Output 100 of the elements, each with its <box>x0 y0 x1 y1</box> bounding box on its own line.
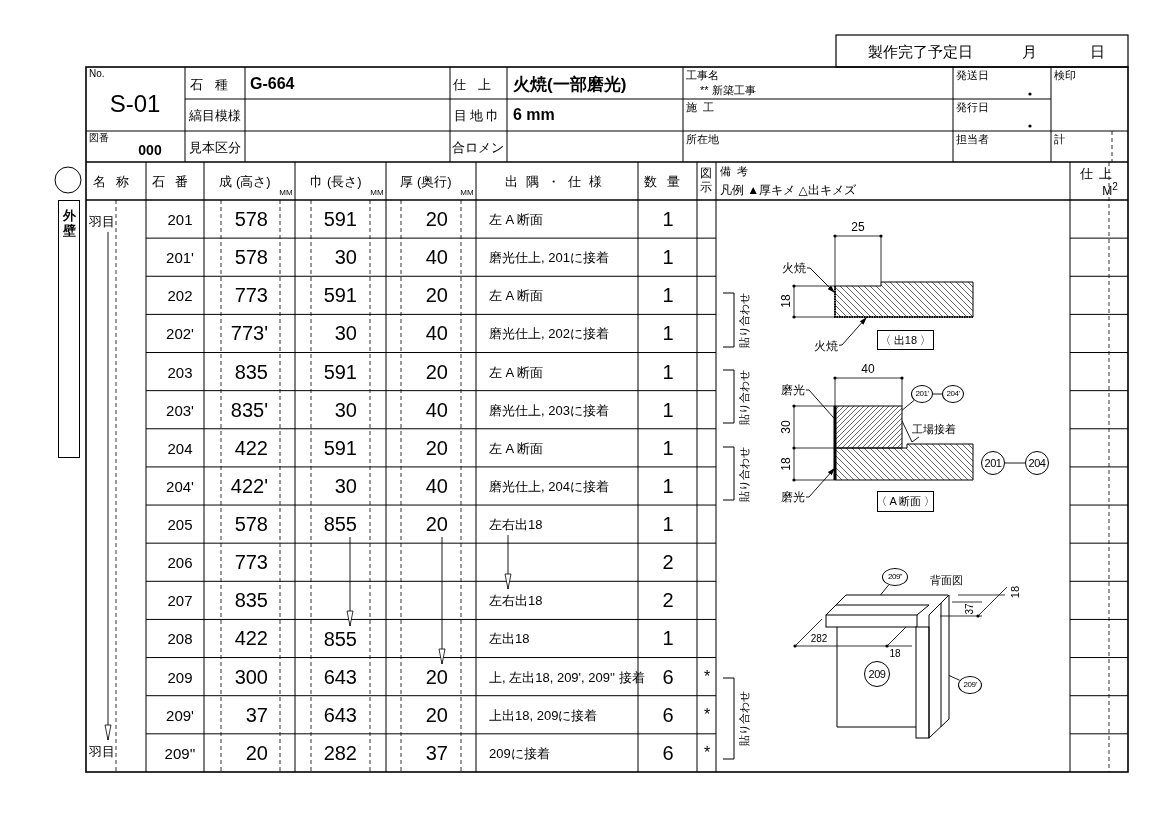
stone-number: 201 <box>167 211 193 227</box>
legend-note: 凡例 ▲厚キメ △出キメズ <box>720 184 856 196</box>
stone-number: 204' <box>166 478 194 494</box>
stone-piece-drawing <box>834 443 974 481</box>
dimension-text: 37 <box>965 603 975 615</box>
leader-label: 火焼 <box>813 337 839 355</box>
field-label: 合ロメン <box>452 140 504 154</box>
table-value: 1 <box>662 361 674 382</box>
table-value: 2 <box>662 552 674 573</box>
field-label: 縞目模様 <box>189 108 241 122</box>
dimension-text: 282 <box>810 634 828 644</box>
dimension-text: 25 <box>851 221 865 233</box>
leader-line <box>1004 462 1026 464</box>
leader-line <box>901 420 920 443</box>
table-value: 40 <box>425 247 448 268</box>
table-value: 578 <box>234 514 268 535</box>
bracket-label: 貼り合わせ <box>738 446 750 502</box>
table-value: 773 <box>234 285 268 306</box>
column-heading: 出隅・仕様 <box>504 174 610 188</box>
spec-text: 左 A 断面 <box>489 441 544 455</box>
table-value: 591 <box>323 361 357 382</box>
field-label: 発行日 <box>956 101 989 113</box>
stone-piece-drawing <box>834 405 903 449</box>
spec-text: 209に接着 <box>489 746 550 760</box>
bracket-label: 貼り合わせ <box>738 369 750 425</box>
stone-number: 208 <box>167 631 193 646</box>
field-label: 日 <box>1089 43 1105 59</box>
field-label: 施工 <box>686 101 720 113</box>
spec-text: 磨光仕上, 202に接着 <box>489 326 609 340</box>
spec-text: 左 A 断面 <box>489 365 544 379</box>
table-value: 40 <box>425 399 448 420</box>
unit-text: MM <box>279 189 293 197</box>
table-value: 20 <box>425 285 448 306</box>
dimension-text: 18 <box>889 649 901 659</box>
field-label: 計 <box>1054 133 1065 145</box>
table-value: 37 <box>245 704 268 725</box>
spec-text: 左右出18 <box>489 589 561 611</box>
table-value: 300 <box>234 666 268 687</box>
callout-circle: 209'' <box>882 568 908 586</box>
field-label: 所在地 <box>686 133 719 145</box>
spec-text: 左出18 <box>489 632 530 645</box>
leader-label: 工場接着 <box>910 421 958 437</box>
view-title: 背面図 <box>929 574 963 586</box>
stone-number: 205 <box>167 516 193 532</box>
spec-text: 左 A 断面 <box>489 288 544 302</box>
leader-line <box>805 389 836 420</box>
table-value: 30 <box>334 399 357 420</box>
column-heading: 数量 <box>644 174 690 188</box>
stone-number: 207 <box>167 592 193 608</box>
spec-text: 左 A 断面 <box>489 212 544 226</box>
table-value: 643 <box>323 704 357 725</box>
table-value: 422 <box>234 628 268 649</box>
table-value: 20 <box>425 437 448 458</box>
dimension-text: 18 <box>780 294 792 308</box>
table-value: 422' <box>230 475 268 496</box>
unit-text: MM <box>370 189 384 197</box>
field-label: 検印 <box>1054 69 1076 81</box>
table-value: 40 <box>425 475 448 496</box>
callout-circle: 201' <box>911 385 933 403</box>
leader-label: 火焼 <box>781 259 807 277</box>
column-heading: 備考 <box>720 165 754 177</box>
table-value: 855 <box>317 511 357 537</box>
table-value: 20 <box>245 742 268 763</box>
field-label: 仕上 <box>453 77 503 91</box>
callout-circle: 204 <box>1025 451 1049 475</box>
table-value: 6 <box>662 666 674 687</box>
unit-text: MM <box>460 189 474 197</box>
label-box: 外壁 <box>58 200 80 458</box>
table-value: 773' <box>230 323 268 344</box>
view-label-box: 〈 A 断面 〉 <box>877 491 934 512</box>
table-value: 591 <box>323 437 357 458</box>
column-heading: 名称 <box>93 174 139 188</box>
table-value: 855 <box>317 626 357 652</box>
field-label: 目地巾 <box>454 108 502 122</box>
asterisk-mark: * <box>703 668 711 685</box>
table-value: 591 <box>323 285 357 306</box>
stone-piece-drawing <box>825 594 949 628</box>
table-value: 1 <box>662 399 674 420</box>
table-value: 591 <box>323 209 357 230</box>
stone-number: 209' <box>166 707 194 723</box>
column-heading: 巾 (長さ) <box>310 174 362 188</box>
stone-number: 203' <box>166 402 194 418</box>
bracket-label: 貼り合わせ <box>738 292 750 348</box>
table-value: 20 <box>425 209 448 230</box>
spec-text: 上出18, 209に接着 <box>489 708 598 722</box>
column-heading: 成 (高さ) <box>219 174 271 188</box>
table-value: 37 <box>425 742 448 763</box>
leader-label: 磨光 <box>780 488 806 506</box>
table-value: 578 <box>234 247 268 268</box>
table-value: 30 <box>334 247 357 268</box>
table-value: 1 <box>662 628 674 649</box>
table-value: 578 <box>234 209 268 230</box>
table-value: 1 <box>662 514 674 535</box>
column-heading: 仕上 <box>1080 166 1118 180</box>
stone-number: 201' <box>166 249 194 265</box>
table-value: 1 <box>662 247 674 268</box>
leader-label: 磨光 <box>780 381 806 399</box>
spec-text: 左右出18 <box>489 513 561 535</box>
table-value: 20 <box>425 704 448 725</box>
table-value: 1 <box>662 285 674 306</box>
